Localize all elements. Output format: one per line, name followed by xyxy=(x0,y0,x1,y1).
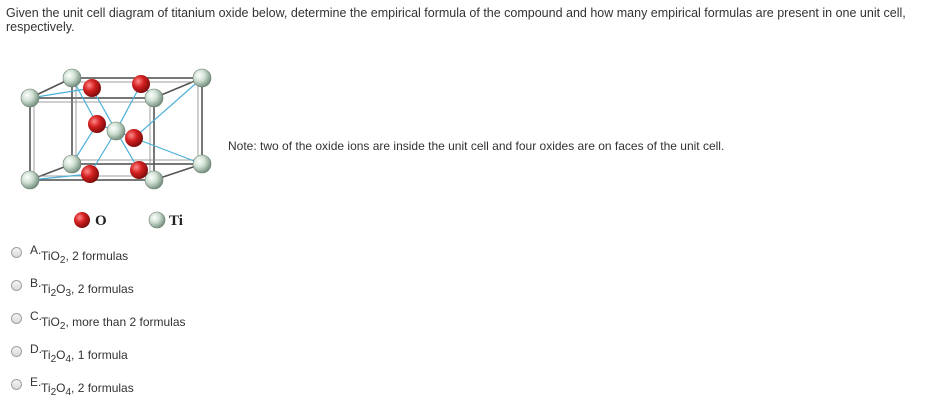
option-e-radio[interactable] xyxy=(11,379,22,390)
option-d-radio[interactable] xyxy=(11,346,22,357)
option-d-text: Ti2O4, 1 formula xyxy=(41,348,128,365)
o-atom xyxy=(81,165,99,183)
option-a-radio[interactable] xyxy=(11,247,22,258)
option-e-letter: E. xyxy=(30,375,42,389)
option-c-text: TiO2, more than 2 formulas xyxy=(41,315,186,332)
oxygen-atoms xyxy=(81,75,150,183)
ti-atom xyxy=(144,88,164,108)
option-d-letter: D. xyxy=(30,342,42,356)
option-b-text: Ti2O3, 2 formulas xyxy=(41,282,134,299)
legend-oxygen-label: O xyxy=(95,213,107,229)
o-atom xyxy=(88,115,106,133)
o-atom xyxy=(83,79,101,97)
ti-atom xyxy=(62,68,82,88)
option-c-letter: C. xyxy=(30,309,42,323)
ti-atom xyxy=(192,68,212,88)
option-a-letter: A. xyxy=(30,243,42,257)
legend-titanium-label: Ti xyxy=(169,213,183,229)
o-atom xyxy=(125,129,143,147)
option-a-text: TiO2, 2 formulas xyxy=(41,249,129,266)
note-text: Note: two of the oxide ions are inside t… xyxy=(228,139,725,153)
unit-cell-diagram: O Ti xyxy=(20,68,212,229)
titanium-atoms xyxy=(20,68,212,190)
ti-atom xyxy=(106,121,126,141)
ti-atom xyxy=(20,170,40,190)
option-b-radio[interactable] xyxy=(11,280,22,291)
legend-oxygen-swatch xyxy=(74,212,90,228)
option-c-radio[interactable] xyxy=(11,313,22,324)
ti-atom xyxy=(20,88,40,108)
legend-titanium-swatch xyxy=(148,211,166,229)
question-text: Given the unit cell diagram of titanium … xyxy=(6,6,906,34)
option-b-letter: B. xyxy=(30,276,42,290)
o-atom xyxy=(130,161,148,179)
legend: O Ti xyxy=(74,211,183,229)
option-e-text: Ti2O4, 2 formulas xyxy=(41,381,134,398)
ti-atom xyxy=(144,170,164,190)
o-atom xyxy=(132,75,150,93)
ti-atom xyxy=(192,154,212,174)
ti-atom xyxy=(62,154,82,174)
